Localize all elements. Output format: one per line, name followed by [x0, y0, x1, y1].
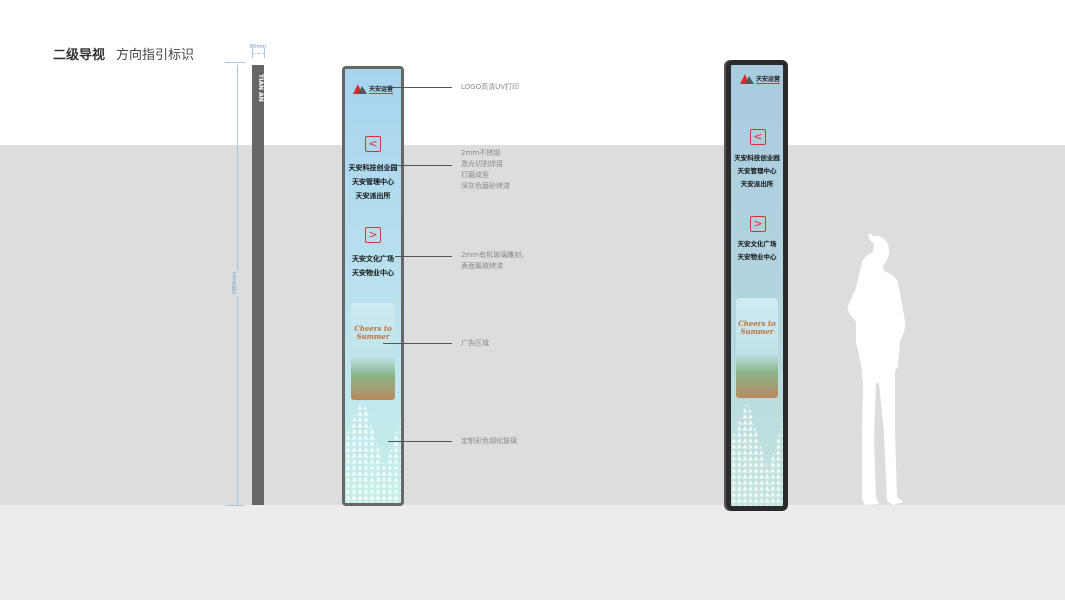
- floor-background: [0, 505, 1065, 600]
- logo: 天安运营: [740, 74, 781, 84]
- logo-mark-icon: [353, 84, 367, 94]
- advertisement-image: Cheers to Summer: [351, 303, 395, 400]
- destination-list-right: 天安文化广场 天安物业中心: [345, 252, 401, 280]
- height-dimension-tick: [225, 505, 245, 506]
- callout-line: [388, 441, 452, 442]
- page-subtitle: 方向指引标识: [116, 48, 195, 63]
- height-dimension-label: 2850mm: [232, 270, 238, 297]
- destination-item: 天安物业中心: [737, 253, 777, 261]
- destination-list-left: 天安科技创业园 天安管理中心 天安派出所: [345, 161, 401, 203]
- callout-ad: 广告区域: [461, 338, 489, 349]
- callout-text: 2mm不锈钢: [461, 149, 501, 157]
- callout-text: 2mm有机玻璃雕刻，: [461, 251, 529, 259]
- right-arrow-icon: >: [365, 227, 381, 243]
- triangle-pattern: [731, 401, 783, 506]
- callout-line: [395, 256, 452, 257]
- advertisement-image: Cheers to Summer: [736, 298, 778, 398]
- callout-text: 定制彩色钢化玻璃: [461, 437, 517, 445]
- destination-item: 天安文化广场: [737, 240, 777, 248]
- callout-text: 表面氟碳烤漆: [461, 262, 503, 270]
- width-dimension-label: 80mm: [250, 44, 267, 50]
- destination-item: 天安科技创业园: [348, 164, 398, 172]
- destination-item: 天安文化广场: [352, 255, 394, 263]
- width-dimension-tick: [252, 48, 253, 58]
- callout-text: 广告区域: [461, 339, 489, 347]
- callout-line: [392, 87, 452, 88]
- triangle-pattern: [345, 398, 401, 503]
- height-dimension-tick: [225, 62, 245, 63]
- callout-text-panel: 2mm有机玻璃雕刻， 表面氟碳烤漆: [461, 250, 528, 272]
- destination-list-left: 天安科技创业园 天安管理中心 天安派出所: [731, 152, 783, 191]
- callout-line: [398, 165, 452, 166]
- callout-glass: 定制彩色钢化玻璃: [461, 436, 517, 447]
- destination-item: 天安物业中心: [352, 269, 394, 277]
- width-dimension-line: [252, 53, 265, 54]
- destination-item: 天安管理中心: [352, 178, 394, 186]
- callout-text: 打磨成型: [461, 171, 489, 179]
- logo-text: 天安运营: [369, 86, 394, 94]
- destination-item: 天安管理中心: [737, 167, 777, 175]
- destination-item: 天安派出所: [355, 192, 391, 200]
- page-title: 二级导视: [53, 48, 106, 63]
- left-arrow-icon: <: [365, 136, 381, 152]
- callout-text: 深灰色磨砂烤漆: [461, 182, 510, 190]
- perspective-view-sign: 天安运营 < 天安科技创业园 天安管理中心 天安派出所 > 天安文化广场 天安物…: [726, 60, 788, 511]
- logo: 天安运营: [353, 84, 394, 94]
- callout-logo: LOGO高清UV打印: [461, 82, 519, 93]
- destination-item: 天安派出所: [740, 180, 774, 188]
- right-arrow-icon: >: [750, 216, 766, 232]
- left-arrow-icon: <: [750, 129, 766, 145]
- person-silhouette-icon: [847, 234, 906, 505]
- side-view-pole: [252, 65, 264, 505]
- ad-text: Cheers to Summer: [738, 319, 776, 336]
- callout-line: [383, 343, 452, 344]
- logo-mark-icon: [740, 74, 754, 84]
- pole-label: TIAN AN: [257, 74, 264, 102]
- ad-text: Cheers to Summer: [354, 324, 392, 341]
- destination-list-right: 天安文化广场 天安物业中心: [731, 238, 783, 264]
- destination-item: 天安科技创业园: [734, 154, 780, 162]
- front-view-sign: 天安运营 < 天安科技创业园 天安管理中心 天安派出所 > 天安文化广场 天安物…: [342, 66, 404, 506]
- callout-frame: 2mm不锈钢 激光切割焊接 打磨成型 深灰色磨砂烤漆: [461, 148, 510, 192]
- callout-text: LOGO高清UV打印: [461, 83, 520, 91]
- callout-text: 激光切割焊接: [461, 160, 503, 168]
- width-dimension-tick: [264, 48, 265, 58]
- logo-text: 天安运营: [756, 76, 781, 84]
